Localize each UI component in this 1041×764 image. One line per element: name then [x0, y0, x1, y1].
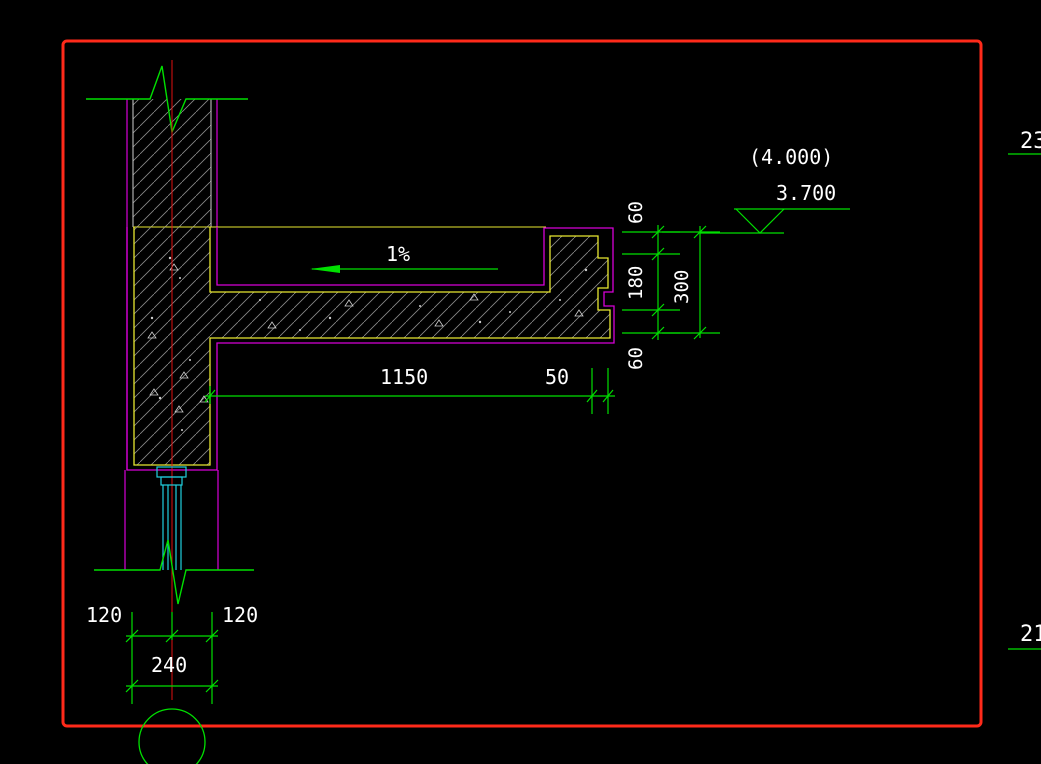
dim-wall-total-label: 240	[151, 653, 187, 677]
elevation-structure-label: (4.000)	[749, 145, 833, 169]
dim-top-label: 60	[625, 201, 647, 224]
dimension-horizontal	[204, 368, 615, 414]
dim-total-label: 300	[671, 270, 693, 304]
edge-label-top: 23	[1020, 129, 1041, 154]
drawing-frame	[61, 39, 983, 728]
finish-outline	[126, 227, 615, 471]
dim-bottom-label: 60	[625, 347, 647, 370]
axis-bubble	[138, 708, 206, 764]
edge-label-bottom: 21	[1020, 622, 1041, 647]
dim-middle-label: 180	[625, 266, 647, 300]
elevation-finish-label: 3.700	[776, 181, 836, 205]
dim-overhang-label: 1150	[380, 365, 428, 389]
dimension-vertical	[622, 225, 720, 340]
slope-arrow	[310, 265, 498, 273]
slab-section	[126, 227, 615, 471]
lower-wall	[124, 470, 219, 570]
break-line-top	[86, 65, 248, 135]
dim-lip-label: 50	[545, 365, 569, 389]
slope-label: 1%	[386, 242, 410, 266]
dim-wall-left-label: 120	[86, 603, 122, 627]
dim-wall-right-label: 120	[222, 603, 258, 627]
break-line-bottom	[94, 539, 254, 605]
dimension-wall	[125, 612, 219, 704]
elevation-marker	[700, 208, 850, 234]
window-frame	[156, 466, 187, 570]
